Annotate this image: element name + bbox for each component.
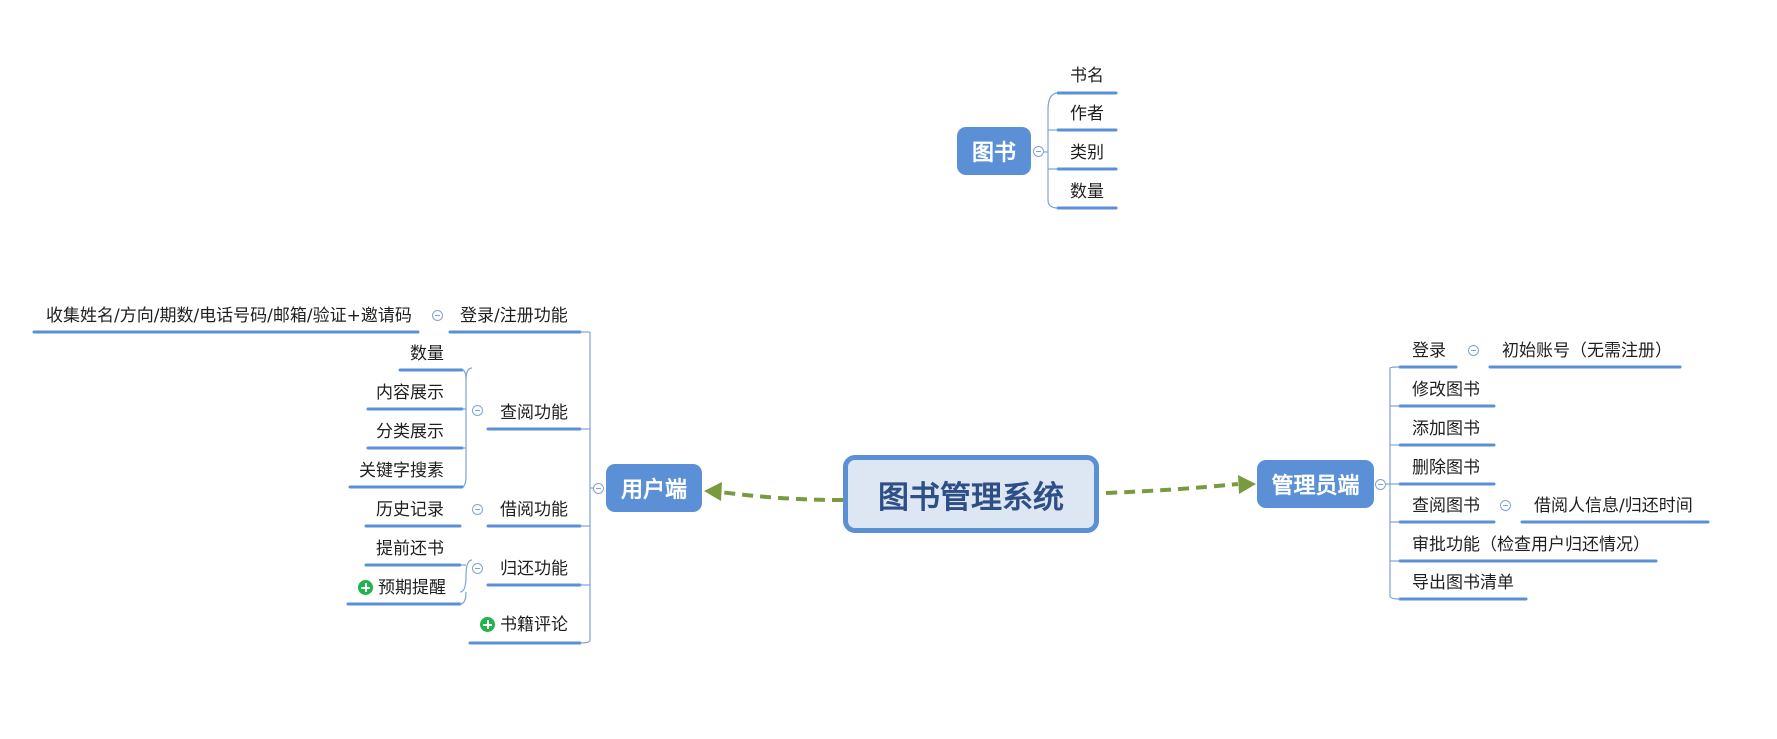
admin-edit-label: 修改图书: [1412, 380, 1480, 400]
browse-item-keyword: 关键字搜素: [359, 461, 444, 481]
admin-side-node[interactable]: 管理员端: [1257, 460, 1374, 508]
book-field-name: 书名: [1070, 66, 1104, 86]
admin-login-label: 登录: [1412, 341, 1446, 361]
return-item-early: 提前还书: [376, 539, 444, 559]
return-collapse-toggle[interactable]: [472, 563, 483, 574]
browse-item-content: 内容展示: [376, 383, 444, 403]
arrow-to-admin: [1105, 482, 1239, 495]
book-field-author: 作者: [1070, 104, 1104, 124]
book-field-quantity: 数量: [1070, 182, 1104, 202]
borrow-collapse-toggle[interactable]: [472, 504, 483, 515]
user-side-collapse-toggle[interactable]: [593, 483, 604, 494]
book-collapse-toggle[interactable]: [1033, 146, 1044, 157]
root-label: 图书管理系统: [878, 479, 1064, 516]
admin-side-label: 管理员端: [1271, 474, 1360, 499]
admin-query-collapse-toggle[interactable]: [1500, 500, 1511, 511]
borrow-label: 借阅功能: [500, 500, 568, 520]
add-icon[interactable]: [480, 617, 495, 632]
admin-side-collapse-toggle[interactable]: [1375, 479, 1386, 490]
user-side-label: 用户端: [620, 478, 687, 503]
arrowhead-user: [704, 482, 722, 501]
user-login-collapse-toggle[interactable]: [432, 310, 443, 321]
comment-label: 书籍评论: [500, 615, 568, 635]
admin-approve-label: 审批功能（检查用户归还情况）: [1412, 535, 1650, 555]
borrow-item-history: 历史记录: [376, 500, 444, 520]
user-login-label: 登录/注册功能: [460, 306, 568, 326]
add-icon[interactable]: [358, 580, 373, 595]
admin-login-detail: 初始账号（无需注册）: [1502, 341, 1672, 361]
user-login-detail: 收集姓名/方向/期数/电话号码/邮箱/验证+邀请码: [46, 306, 412, 326]
admin-login-collapse-toggle[interactable]: [1468, 345, 1479, 356]
book-label: 图书: [971, 141, 1016, 166]
browse-collapse-toggle[interactable]: [472, 405, 483, 416]
admin-export-label: 导出图书清单: [1412, 573, 1514, 593]
book-node[interactable]: 图书: [957, 127, 1031, 175]
arrow-to-user: [719, 490, 844, 502]
browse-item-quantity: 数量: [410, 344, 444, 364]
return-bracket: [459, 559, 473, 593]
browse-item-category: 分类展示: [376, 422, 444, 442]
browse-label: 查阅功能: [500, 403, 568, 423]
admin-add-label: 添加图书: [1412, 419, 1480, 439]
return-item-reminder: 预期提醒: [378, 578, 446, 598]
admin-delete-label: 删除图书: [1412, 458, 1480, 478]
return-label: 归还功能: [500, 559, 568, 579]
book-field-category: 类别: [1070, 143, 1104, 163]
admin-query-label: 查阅图书: [1412, 496, 1480, 516]
browse-bracket: [459, 367, 473, 489]
root-node[interactable]: 图书管理系统: [843, 455, 1099, 533]
underlines: [32, 91, 1710, 645]
user-side-node[interactable]: 用户端: [606, 464, 702, 512]
arrowhead-admin: [1238, 475, 1256, 494]
admin-query-detail: 借阅人信息/归还时间: [1534, 496, 1693, 516]
